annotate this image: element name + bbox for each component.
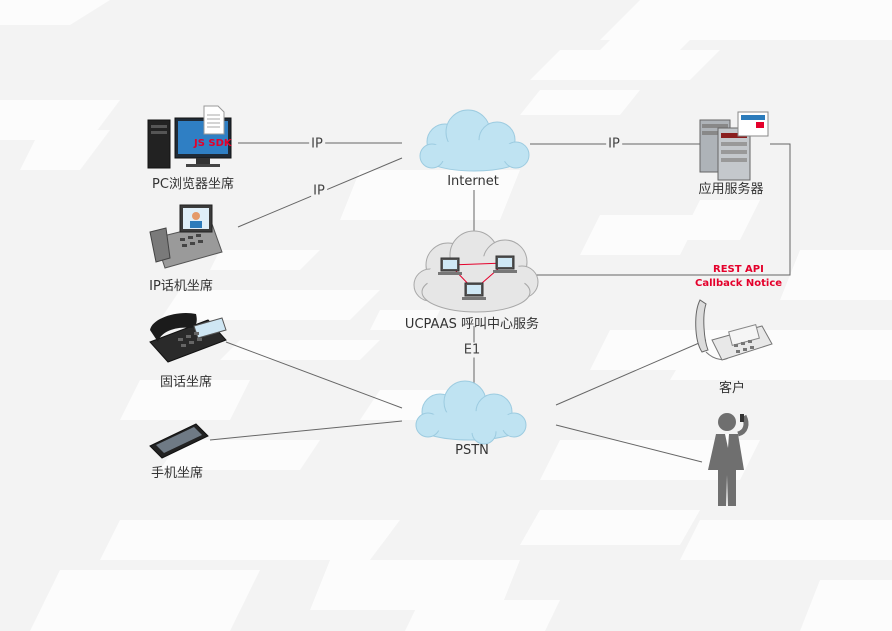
pc-label: PC浏览器坐席: [152, 177, 234, 192]
pstn-label: PSTN: [455, 443, 489, 458]
ip-phone-label: IP话机坐席: [149, 279, 213, 294]
document-icon: [203, 105, 225, 135]
callback-notice-label: Callback Notice: [695, 278, 783, 289]
network-computer-icons: [438, 255, 517, 300]
application-server-icon: [699, 111, 769, 181]
edge-pstn-person: [555, 424, 703, 463]
edge-pstn-customer: [555, 339, 707, 406]
internet-label: Internet: [447, 174, 499, 189]
edge-label-server-ip: IP: [606, 136, 622, 152]
edge-mobile-pstn: [209, 420, 403, 441]
edge-label-pc-ip: IP: [309, 136, 325, 152]
mobile-label: 手机坐席: [150, 466, 204, 481]
customer-label: 客户: [718, 381, 746, 396]
person-on-phone-icon: [708, 413, 749, 506]
app-server-label: 应用服务器: [698, 182, 764, 197]
sdk-label: JS SDK: [194, 138, 232, 149]
ip-phone-icon: [149, 204, 223, 269]
mobile-phone-icon: [149, 423, 209, 459]
edge-label-e1: E1: [461, 342, 483, 358]
fixed-phone-label: 固话坐席: [159, 375, 213, 390]
desk-phone-icon: [149, 312, 227, 363]
edge-fixed-pstn: [225, 341, 403, 409]
edge-label-ipphone-ip: IP: [311, 183, 327, 199]
customer-phone-icon: [695, 299, 773, 361]
edge-server-ucpaas: [535, 143, 791, 276]
ucpaas-label: UCPAAS 呼叫中心服务: [404, 317, 540, 332]
rest-api-label: REST API: [713, 264, 764, 275]
